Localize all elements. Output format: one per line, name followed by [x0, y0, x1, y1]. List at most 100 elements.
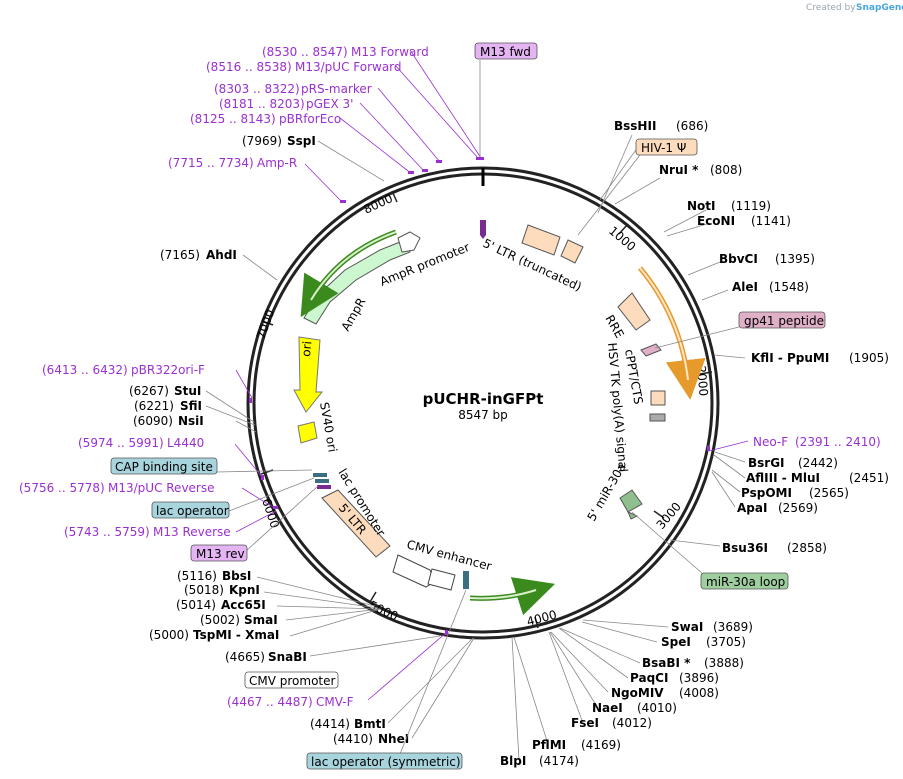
box-m13-rev[interactable]: M13 rev: [190, 485, 319, 562]
enzyme-tspmi[interactable]: TspMI - XmaI: [193, 628, 279, 642]
enzyme-afliii[interactable]: AflIII - MluI: [746, 471, 820, 485]
enzyme-sspi[interactable]: SspI: [287, 134, 316, 148]
primer-range-pbr322ori: (6413 .. 6432): [42, 363, 128, 377]
enzyme-alei[interactable]: AleI: [732, 280, 758, 294]
enzyme-pos-spei: (3705): [706, 635, 746, 649]
primer-pgex3[interactable]: pGEX 3': [306, 97, 353, 111]
enzyme-bbvci[interactable]: BbvCI: [719, 252, 758, 266]
feature-cmv-enhancer[interactable]: CMV enhancer: [392, 537, 493, 591]
enzyme-pos-kfli: (1905): [849, 351, 889, 365]
tick-label-3000: 3000: [654, 500, 684, 532]
enzyme-pos-apai: (2569): [778, 501, 818, 515]
box-hiv-psi[interactable]: HIV-1 Ψ: [577, 138, 698, 236]
box-lac-op-sym[interactable]: lac operator (symmetric): [306, 589, 467, 770]
enzyme-pos-blpi: (4174): [539, 754, 579, 768]
enzyme-pos-pspomi: (2565): [809, 486, 849, 500]
enzyme-bsrgi[interactable]: BsrGI: [748, 456, 785, 470]
primer-pbr322ori[interactable]: pBR322ori-F: [131, 363, 205, 377]
enzyme-bsabi[interactable]: BsaBI *: [642, 656, 691, 670]
enzyme-econi[interactable]: EcoNI: [697, 214, 735, 228]
enzyme-pos-snabi: (4665): [225, 650, 265, 664]
feature-label-sv40: SV40 ori: [317, 401, 340, 453]
enzyme-ngomiv[interactable]: NgoMIV: [611, 686, 664, 700]
box-m13-fwd[interactable]: M13 fwd: [474, 42, 538, 157]
enzyme-pos-alei: (1548): [769, 280, 809, 294]
enzyme-bsu36i[interactable]: Bsu36I: [722, 541, 768, 555]
tick-label-1000: 1000: [606, 224, 638, 254]
primer-sites: [249, 157, 710, 635]
primer-cmv-f[interactable]: CMV-F: [316, 695, 354, 709]
enzyme-smai[interactable]: SmaI: [244, 613, 278, 627]
enzyme-paqci[interactable]: PaqCI: [630, 671, 668, 685]
enzyme-acc65i[interactable]: Acc65I: [221, 598, 266, 612]
enzyme-pos-stui: (6267): [129, 384, 169, 398]
primer-neo-f[interactable]: Neo-F: [753, 435, 788, 449]
enzyme-naei[interactable]: NaeI: [592, 701, 623, 715]
enzyme-pos-ngomiv: (4008): [679, 686, 719, 700]
primer-range-m13-forward: (8530 .. 8547): [262, 45, 348, 59]
primer-amp-r[interactable]: Amp-R: [257, 156, 297, 170]
enzyme-ahdi[interactable]: AhdI: [206, 248, 237, 262]
primer-prs-marker[interactable]: pRS-marker: [301, 82, 372, 96]
plasmid-name: pUCHR-inGFPt: [423, 390, 544, 408]
primer-m13puc-reverse[interactable]: M13/pUC Reverse: [108, 481, 215, 495]
enzyme-fsei[interactable]: FseI: [571, 716, 599, 730]
primer-m13-reverse[interactable]: M13 Reverse: [153, 525, 231, 539]
enzyme-stui[interactable]: StuI: [174, 384, 201, 398]
primer-m13puc-forward[interactable]: M13/pUC Forward: [295, 60, 402, 74]
box-cmv-promoter[interactable]: CMV promoter: [244, 671, 339, 689]
box-gp41[interactable]: gp41 peptide: [654, 311, 826, 349]
snapgene-logo: SnapGene: [856, 3, 903, 13]
tick-label-7000: 7000: [254, 308, 278, 341]
primer-range-m13-reverse: (5743 .. 5759): [64, 525, 150, 539]
enzyme-nsii[interactable]: NsiI: [178, 414, 204, 428]
enzyme-snabi[interactable]: SnaBI: [268, 650, 307, 664]
box-mir30a-loop[interactable]: miR-30a loop: [631, 511, 789, 590]
enzyme-bbsi[interactable]: BbsI: [222, 569, 251, 583]
enzyme-pos-swai: (3689): [713, 620, 753, 634]
primer-pbrforeco[interactable]: pBRforEco: [279, 112, 341, 126]
enzyme-kfli[interactable]: KflI - PpuMI: [751, 351, 829, 365]
enzyme-bmti[interactable]: BmtI: [354, 717, 386, 731]
enzyme-pos-bmti: (4414): [310, 717, 350, 731]
enzyme-apai[interactable]: ApaI: [737, 501, 767, 515]
feature-ori[interactable]: ori: [293, 336, 324, 413]
feature-ampr-promoter[interactable]: AmpR promoter: [378, 231, 472, 289]
feature-mir30a[interactable]: 5' miR-30a: [584, 461, 643, 524]
feature-rre[interactable]: RRE: [602, 292, 651, 341]
box-lac-operator[interactable]: lac operator: [151, 477, 315, 519]
created-by-text: Created by: [806, 3, 856, 13]
enzyme-blpi[interactable]: BlpI: [500, 754, 526, 768]
feature-label-mir30a: 5' miR-30a: [584, 461, 628, 524]
feature-orange-orf-inner: [639, 267, 689, 381]
tick-label-8000: 8000: [361, 191, 395, 217]
primer-range-amp-r: (7715 .. 7734): [168, 156, 254, 170]
enzyme-spei[interactable]: SpeI: [661, 635, 691, 649]
primer-range-pgex3: (8181 .. 8203): [219, 97, 305, 111]
feature-cppt[interactable]: cPPT/CTS: [622, 348, 666, 406]
enzyme-pos-fsei: (4012): [612, 716, 652, 730]
enzyme-nrui[interactable]: NruI *: [659, 163, 699, 177]
primer-range-neo-f: (2391 .. 2410): [795, 435, 881, 449]
enzyme-bsshii[interactable]: BssHII: [614, 119, 656, 133]
primer-m13-forward[interactable]: M13 Forward: [351, 45, 429, 59]
primer-range-m13puc-forward: (8516 .. 8538): [206, 60, 292, 74]
feature-ltr-truncated[interactable]: 5' LTR (truncated): [481, 224, 584, 294]
box-cap-site[interactable]: CAP binding site: [110, 457, 313, 475]
enzyme-kpni[interactable]: KpnI: [229, 583, 260, 597]
enzyme-labels: BssHII (686) NruI * (808) NotI (1119) Ec…: [129, 119, 889, 768]
primer-l4440[interactable]: L4440: [167, 436, 204, 450]
enzyme-pos-bsabi: (3888): [704, 656, 744, 670]
enzyme-noti[interactable]: NotI: [687, 199, 716, 213]
enzyme-sfii[interactable]: SfiI: [180, 399, 202, 413]
enzyme-pos-smai: (5002): [200, 613, 240, 627]
enzyme-pspomi[interactable]: PspOMI: [741, 486, 792, 500]
enzyme-nhei[interactable]: NheI: [378, 732, 409, 746]
enzyme-pflmi[interactable]: PflMI: [532, 738, 566, 752]
enzyme-pos-nsii: (6090): [133, 414, 173, 428]
enzyme-pos-kpni: (5018): [184, 583, 224, 597]
lac-operator-markers: [313, 473, 331, 489]
enzyme-pos-sspi: (7969): [242, 134, 282, 148]
enzyme-swai[interactable]: SwaI: [671, 620, 703, 634]
